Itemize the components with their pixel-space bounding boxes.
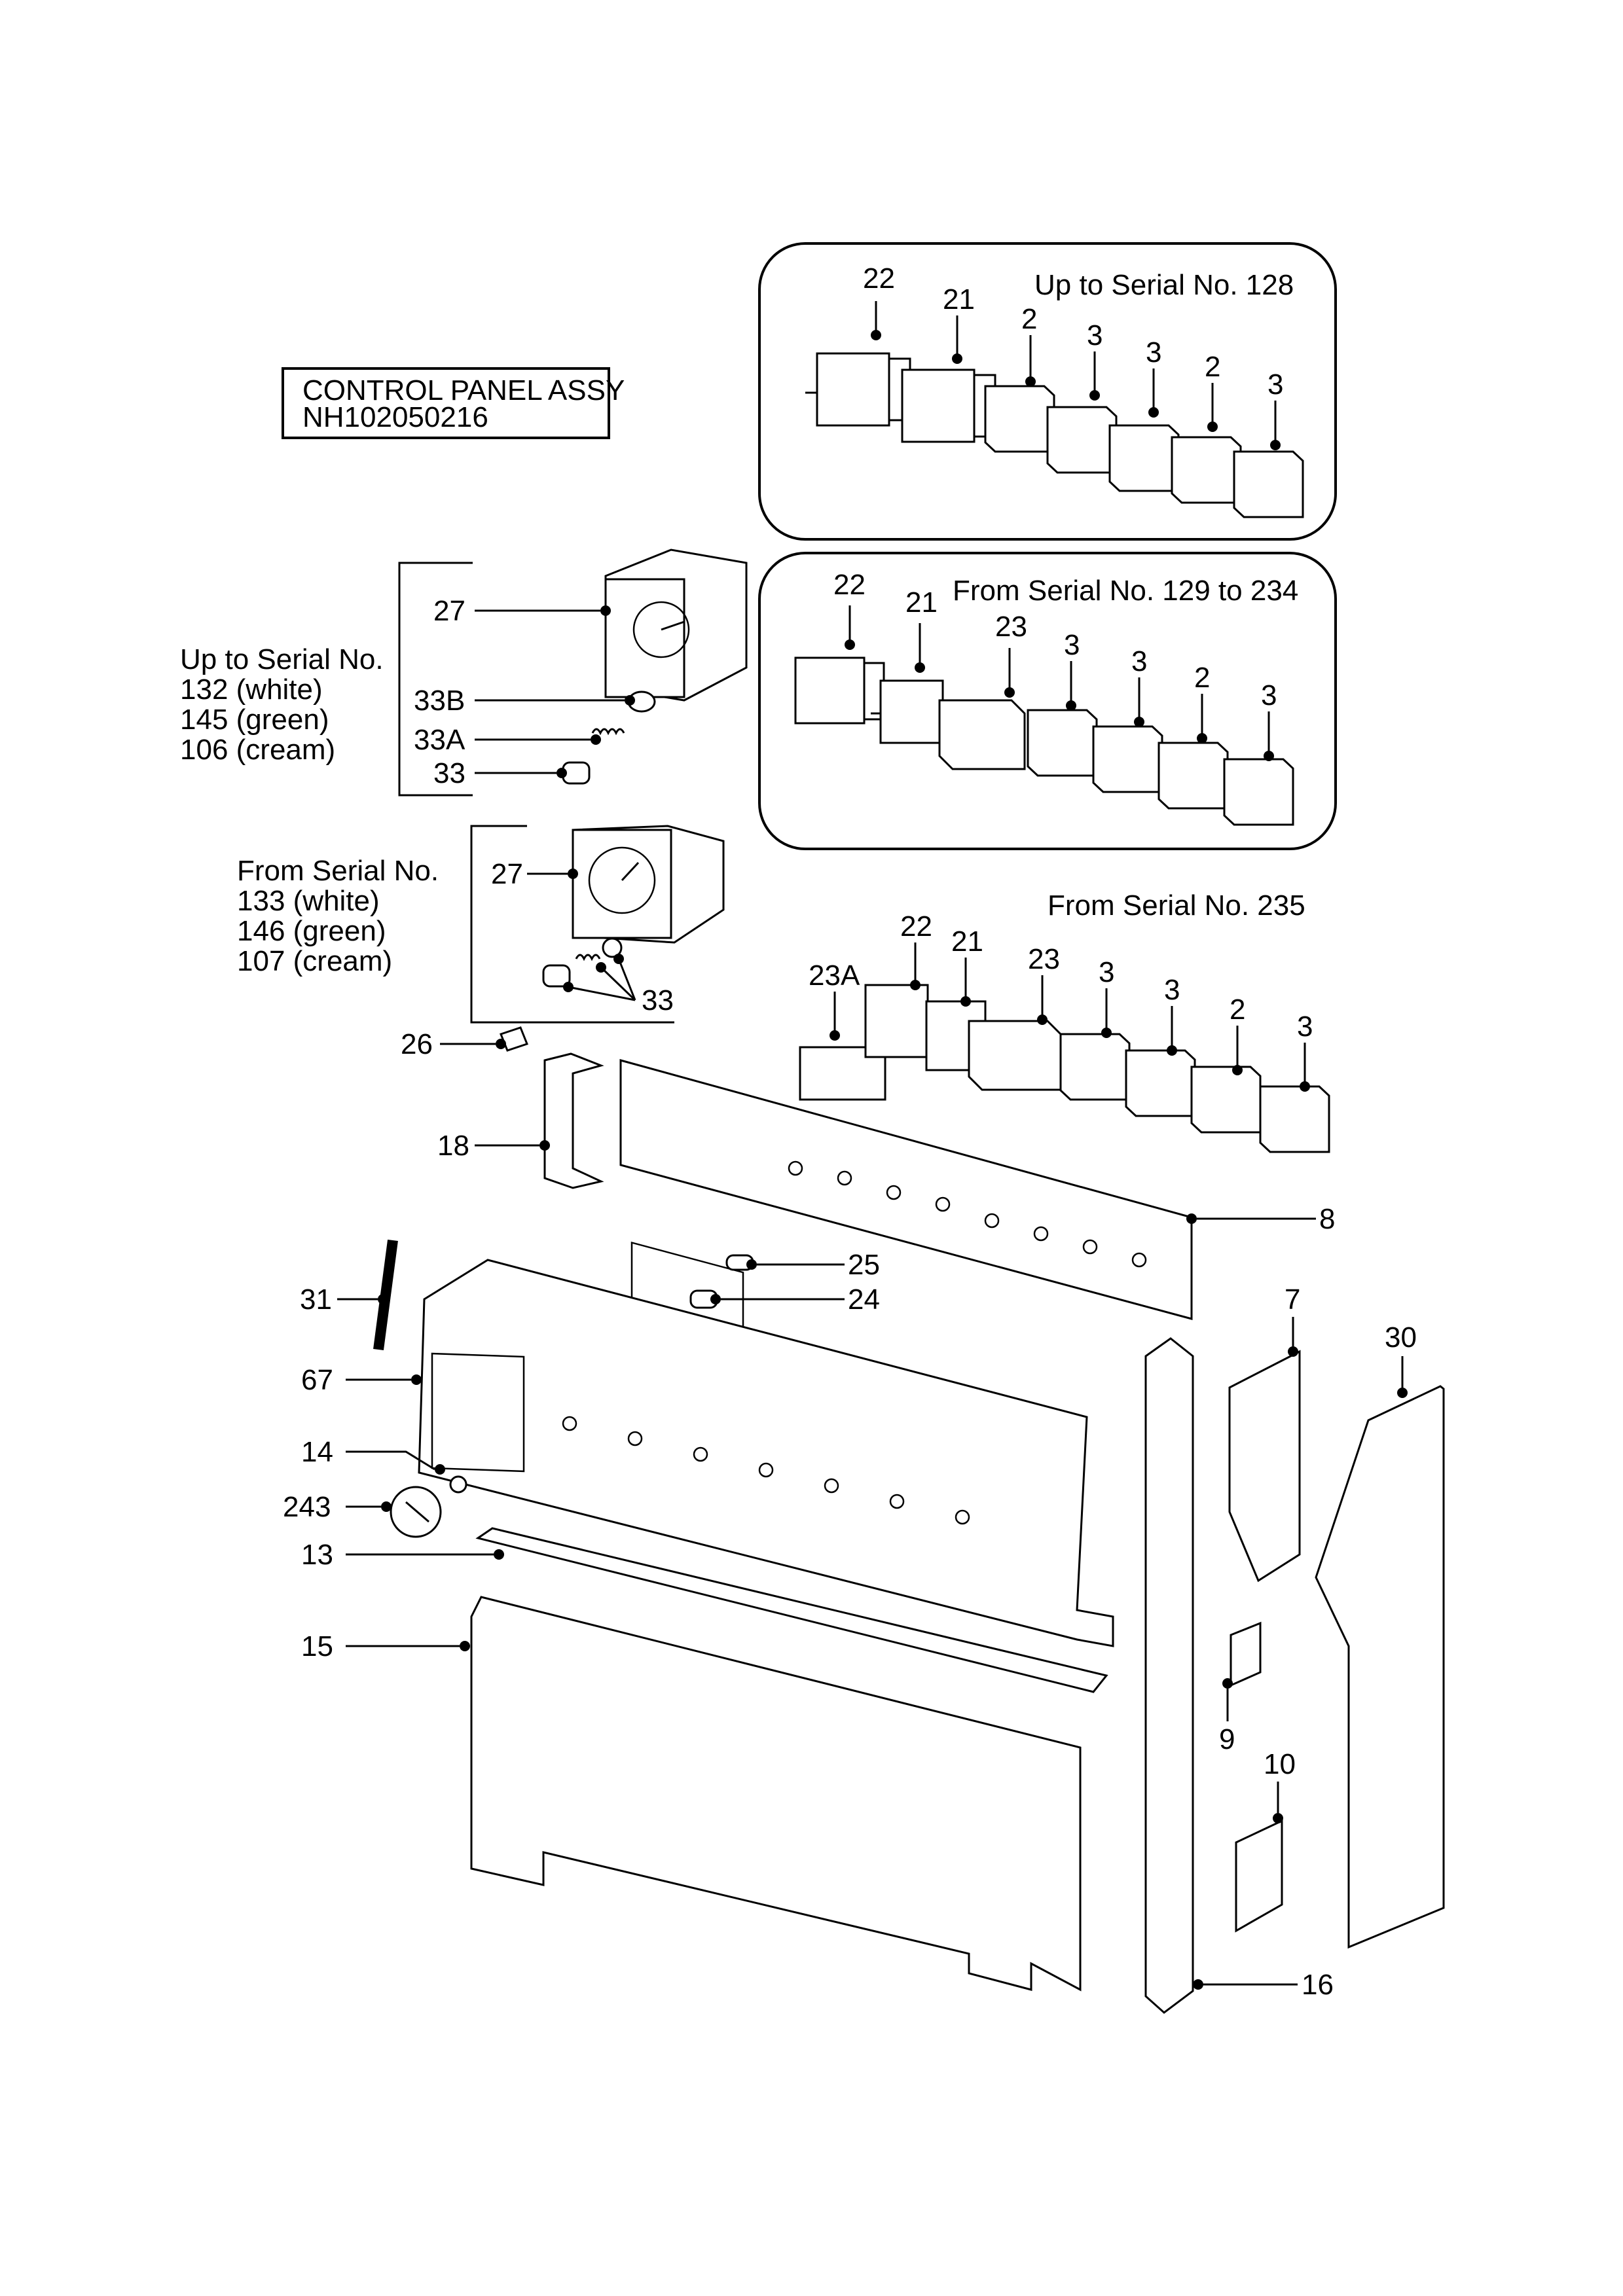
callout-gb-23: 23 <box>995 611 1027 643</box>
group-c-header: From Serial No. 235 <box>1048 889 1305 922</box>
callout-gc-23a: 23A <box>809 960 860 992</box>
callout-33-old: 33 <box>433 757 465 789</box>
group-c-leaders <box>833 942 1306 1086</box>
clock-group-new: From Serial No. 133 (white) 146 (green) … <box>237 825 725 1024</box>
clock-new-line-3: 146 (green) <box>237 915 386 947</box>
group-129-to-234: From Serial No. 129 to 234 <box>758 552 1337 850</box>
title-line-1: CONTROL PANEL ASSY <box>302 374 625 406</box>
callout-16: 16 <box>1302 1969 1334 2001</box>
callout-gc-3c: 3 <box>1297 1011 1313 1043</box>
clock-new-line-4: 107 (cream) <box>237 945 392 977</box>
group-a-leaders <box>875 301 1277 445</box>
callout-gc-2: 2 <box>1230 994 1245 1026</box>
callout-24: 24 <box>848 1283 880 1316</box>
group-b-switches <box>794 639 1294 826</box>
group-a-header: Up to Serial No. 128 <box>1034 269 1294 301</box>
callout-ga-22: 22 <box>863 262 895 295</box>
callout-15: 15 <box>301 1630 333 1662</box>
callout-8: 8 <box>1319 1203 1335 1235</box>
group-b-header: From Serial No. 129 to 234 <box>953 575 1298 607</box>
panel-assembly: 26 18 8 25 24 31 <box>283 1026 1445 2014</box>
group-up-to-128: Up to Serial No. 128 <box>758 242 1337 541</box>
callout-31: 31 <box>300 1283 332 1316</box>
group-a-regulators <box>984 376 1304 518</box>
group-b-leaders <box>848 605 1270 756</box>
callout-13: 13 <box>301 1539 333 1571</box>
callout-ga-3b: 3 <box>1146 336 1161 368</box>
callout-ga-2a: 2 <box>1021 303 1037 335</box>
callout-gc-3b: 3 <box>1164 974 1180 1006</box>
clock-new-line-1: From Serial No. <box>237 855 439 887</box>
callout-gb-2: 2 <box>1194 662 1210 694</box>
title-box: CONTROL PANEL ASSY NH102050216 <box>282 367 625 439</box>
clock-old-line-4: 106 (cream) <box>180 734 335 766</box>
callout-9: 9 <box>1219 1723 1235 1755</box>
callout-27-new: 27 <box>491 858 523 890</box>
clock-new-line-2: 133 (white) <box>237 885 380 917</box>
clock-old-line-1: Up to Serial No. <box>180 643 384 675</box>
callout-gc-21: 21 <box>951 925 983 958</box>
clock-new-body <box>572 825 725 944</box>
callout-243: 243 <box>283 1491 331 1523</box>
callout-gb-3c: 3 <box>1261 679 1277 711</box>
callout-33-new: 33 <box>642 984 674 1016</box>
callout-33b: 33B <box>414 685 465 717</box>
clock-old-line-3: 145 (green) <box>180 704 329 736</box>
callout-gc-23: 23 <box>1028 943 1060 975</box>
callout-27-old: 27 <box>433 595 465 627</box>
title-line-2: NH102050216 <box>302 401 488 433</box>
callout-ga-21: 21 <box>943 283 975 315</box>
group-c-switches <box>799 980 1330 1153</box>
group-a-switch-21 <box>901 353 996 443</box>
callout-18: 18 <box>437 1130 469 1162</box>
callout-gb-3b: 3 <box>1131 645 1147 677</box>
callout-67: 67 <box>301 1364 333 1396</box>
callout-ga-3a: 3 <box>1087 319 1103 351</box>
group-from-235: From Serial No. 235 <box>799 889 1330 1153</box>
callout-gb-21: 21 <box>905 586 938 619</box>
callout-25: 25 <box>848 1249 880 1281</box>
callout-14: 14 <box>301 1436 333 1468</box>
group-a-switch-22 <box>805 330 911 427</box>
callout-ga-3c: 3 <box>1267 368 1283 401</box>
callout-10: 10 <box>1264 1748 1296 1780</box>
callout-gc-3a: 3 <box>1099 956 1114 988</box>
clock-group-old: Up to Serial No. 132 (white) 145 (green)… <box>180 548 748 797</box>
clock-old-body <box>604 548 748 702</box>
callout-30: 30 <box>1385 1321 1417 1354</box>
callout-gb-3a: 3 <box>1064 629 1080 661</box>
callout-ga-2b: 2 <box>1205 351 1220 383</box>
callout-gb-22: 22 <box>833 569 866 601</box>
callout-gc-22: 22 <box>900 910 932 942</box>
callout-33a: 33A <box>414 724 465 756</box>
clock-old-line-2: 132 (white) <box>180 673 323 706</box>
callout-7: 7 <box>1285 1283 1300 1316</box>
callout-26: 26 <box>401 1028 433 1060</box>
